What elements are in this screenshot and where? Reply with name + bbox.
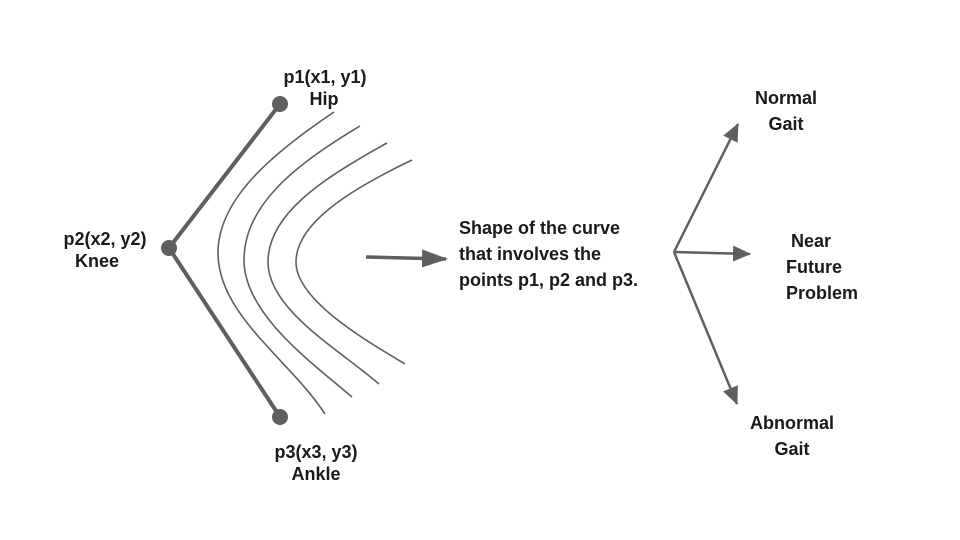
description-line-2: that involves the (459, 244, 602, 264)
ankle-coord-text: p3(x3, y3) (274, 442, 358, 462)
branch-arrow-abnormal (672, 251, 739, 405)
ankle-name-text: Ankle (291, 464, 341, 484)
hip-label: p1(x1, y1) Hip (262, 66, 388, 110)
shank-segment (167, 246, 282, 419)
hip-name-text: Hip (309, 89, 339, 109)
ankle-point (272, 409, 288, 425)
curve-line-3 (267, 142, 388, 385)
outcome-normal-line-1: Normal (754, 88, 817, 108)
knee-name-text: Knee (74, 251, 119, 271)
knee-coord-text: p2(x2, y2) (63, 229, 147, 249)
outcome-abnormal-line-2: Gait (774, 439, 810, 459)
curve-line-1 (217, 111, 335, 415)
curve-line-4 (295, 159, 413, 365)
outcome-abnormal-gait: Abnormal Gait (736, 410, 848, 462)
outcome-near-future-problem: Near Future Problem (770, 228, 874, 306)
description-line-1: Shape of the curve (459, 218, 621, 238)
branch-arrow-normal (672, 123, 740, 253)
outcome-near-line-2: Future (786, 257, 842, 277)
thigh-segment (167, 102, 282, 250)
main-arrow (365, 249, 448, 268)
outcome-normal-line-2: Gait (768, 114, 804, 134)
outcome-abnormal-line-1: Abnormal (749, 413, 834, 433)
hip-coord-text: p1(x1, y1) (283, 67, 367, 87)
knee-point (161, 240, 177, 256)
branch-arrow-near-future (673, 245, 751, 262)
description-line-3: points p1, p2 and p3. (459, 270, 639, 290)
curve-line-2 (243, 125, 361, 398)
hip-point (272, 96, 288, 112)
outcome-near-line-1: Near (790, 231, 832, 251)
knee-label: p2(x2, y2) Knee (48, 228, 162, 272)
outcome-near-line-3: Problem (785, 283, 859, 303)
ankle-label: p3(x3, y3) Ankle (256, 441, 376, 485)
outcome-normal-gait: Normal Gait (736, 85, 836, 137)
curve-description: Shape of the curve that involves the poi… (459, 215, 638, 293)
